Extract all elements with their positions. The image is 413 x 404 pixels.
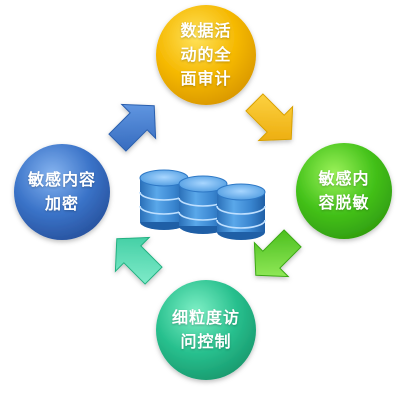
node-right-label: 敏感内 容脱敏	[296, 167, 392, 215]
arrow-top-to-right	[245, 93, 294, 142]
node-top-line-1: 数据活	[180, 21, 232, 40]
node-top-line-2: 动的全	[180, 45, 232, 64]
node-left-label: 敏感内容 加密	[14, 168, 110, 216]
database-cylinder-3	[216, 183, 266, 240]
arrow-right-to-bottom	[253, 229, 302, 278]
node-left-line-2: 加密	[44, 194, 79, 213]
node-left-circle	[14, 144, 110, 240]
node-right-line-1: 敏感内	[318, 169, 370, 188]
node-bottom-circle	[156, 280, 256, 380]
node-left-line-1: 敏感内容	[27, 170, 96, 189]
arrow-down-left-icon	[253, 229, 302, 278]
node-bottom-label: 细粒度访 问控制	[156, 306, 256, 354]
node-top-circle	[156, 5, 256, 105]
arrow-bottom-to-left	[114, 236, 163, 285]
node-bottom-line-2: 问控制	[180, 332, 232, 351]
node-right-line-2: 容脱敏	[318, 193, 370, 212]
arrow-down-right-icon	[245, 93, 294, 142]
node-top-label: 数据活 动的全 面审计	[156, 19, 256, 91]
arrow-up-left-icon	[114, 236, 163, 285]
node-bottom-line-1: 细粒度访	[171, 308, 240, 327]
arrow-up-right-icon	[108, 103, 157, 152]
arrow-left-to-top	[108, 103, 157, 152]
node-top-line-3: 面审计	[180, 69, 232, 88]
database-icon	[139, 169, 266, 240]
node-right-circle	[296, 143, 392, 239]
